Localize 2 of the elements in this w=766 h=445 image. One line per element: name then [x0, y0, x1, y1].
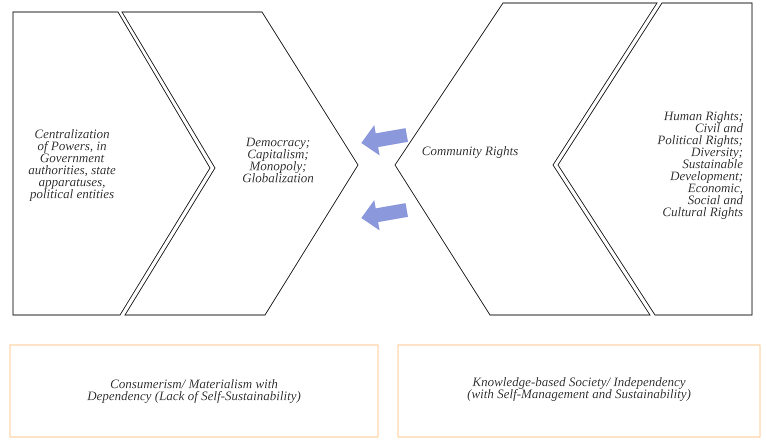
- text-box: Consumerism/ Materialism with Dependency (Lack of Self-Sustainability): [10, 344, 378, 438]
- text-box: Knowledge-based Society/ Independency (with Self-Management and Sustainability): [398, 344, 760, 438]
